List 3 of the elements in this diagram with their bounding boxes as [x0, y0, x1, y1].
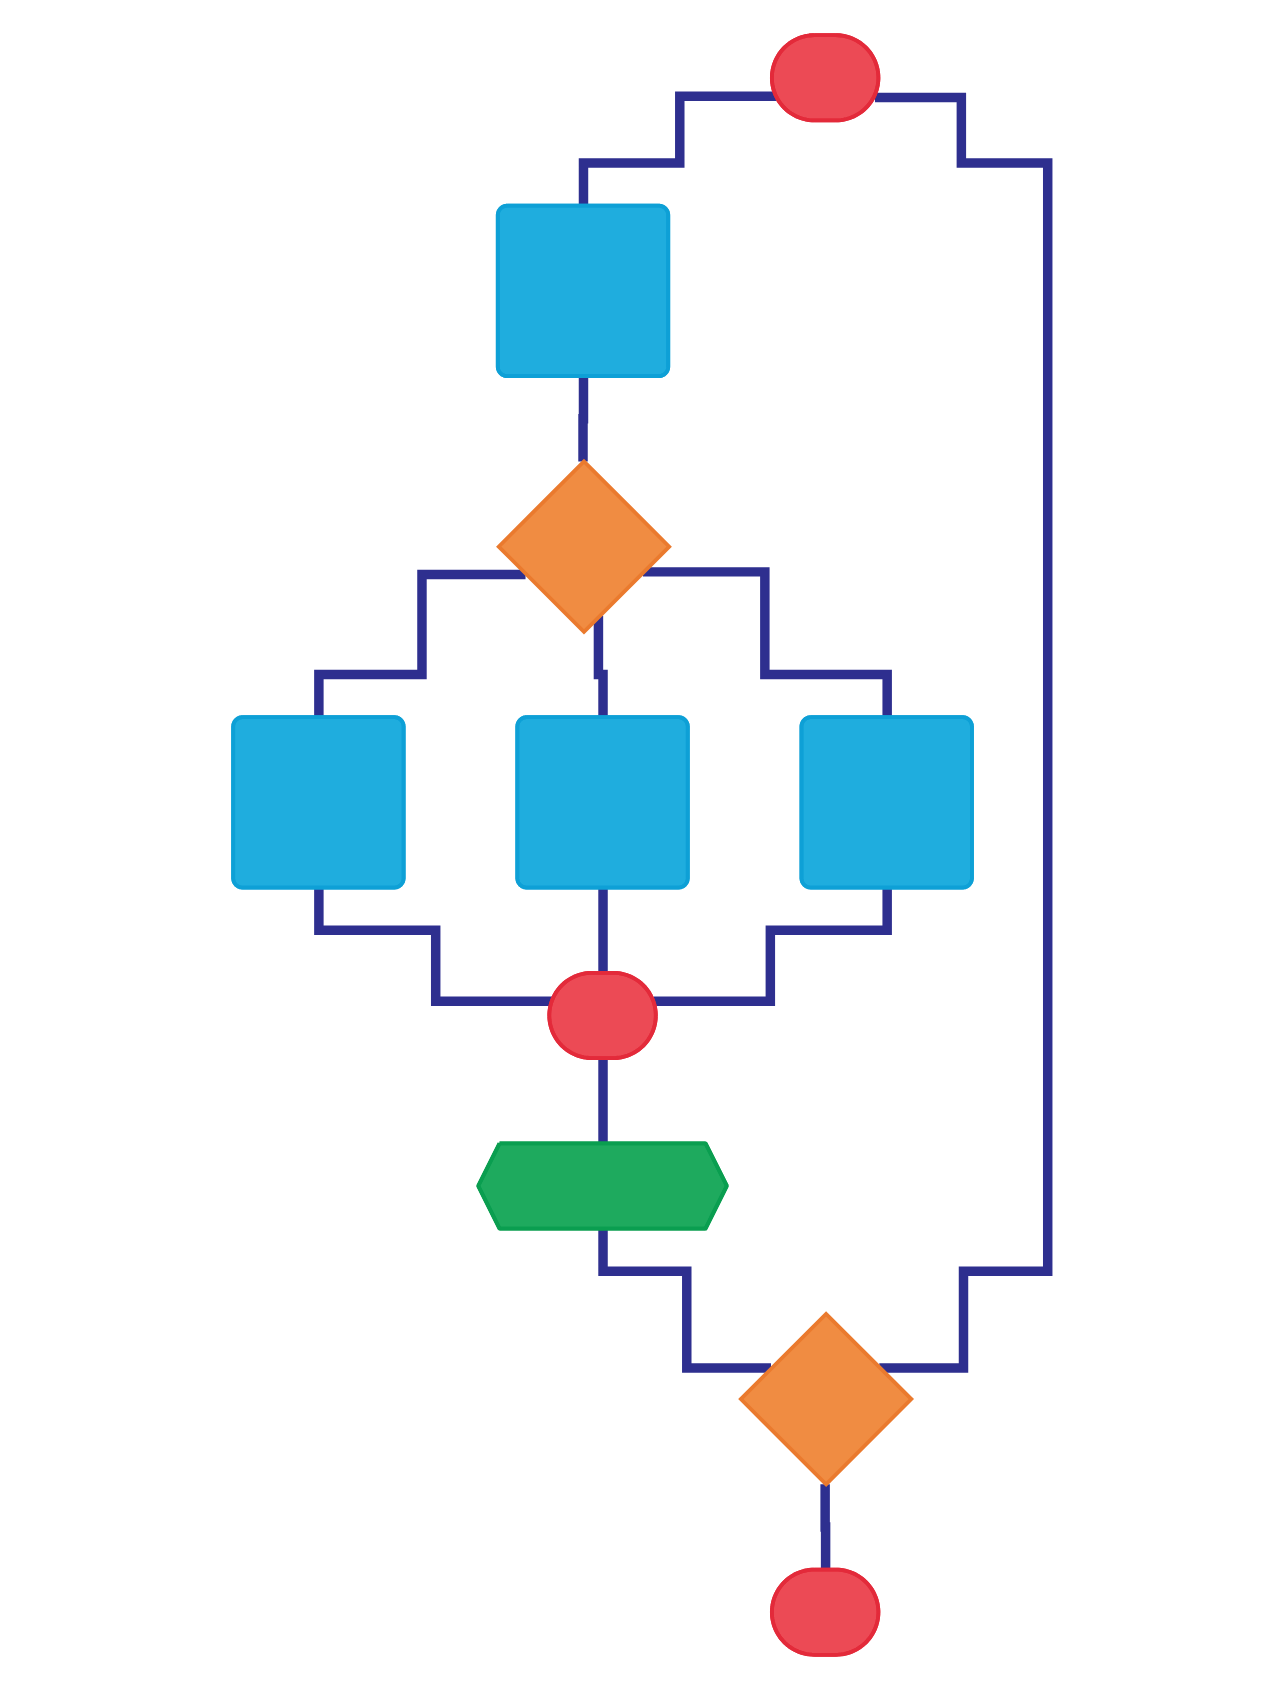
- node-diamond: [495, 458, 672, 635]
- node-diamond: [737, 1311, 914, 1488]
- connector: [874, 92, 1052, 1373]
